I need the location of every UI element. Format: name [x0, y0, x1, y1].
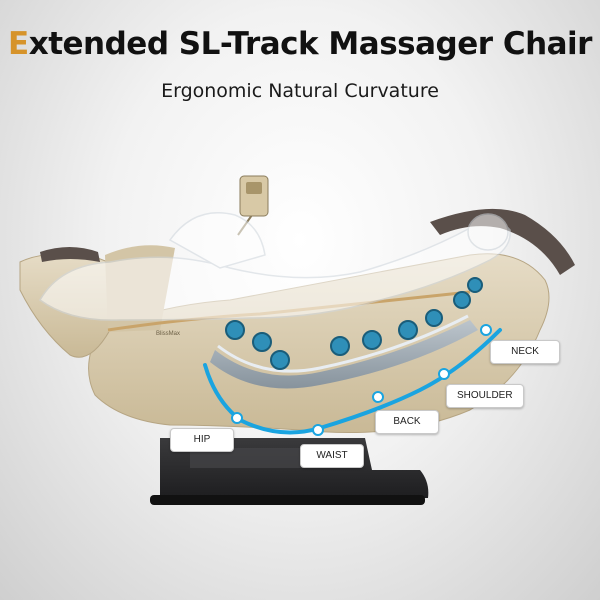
page-subtitle: Ergonomic Natural Curvature: [161, 80, 439, 102]
roller: [362, 330, 382, 350]
shoulder-point: [438, 368, 450, 380]
brand-mark: BlissMax: [156, 331, 180, 337]
roller: [467, 277, 483, 293]
back-point: [372, 391, 384, 403]
shoulder-label: SHOULDER: [446, 384, 524, 408]
roller: [252, 332, 272, 352]
neck-label: NECK: [490, 340, 560, 364]
waist-label: WAIST: [300, 444, 364, 468]
title-rest: xtended SL-Track Massager Chair: [28, 26, 593, 62]
neck-point: [480, 324, 492, 336]
roller: [425, 309, 443, 327]
roller-track: [210, 314, 478, 389]
hip-point: [231, 412, 243, 424]
title-first-letter: E: [8, 26, 29, 62]
body-silhouette: [39, 212, 511, 321]
roller: [330, 336, 350, 356]
back-label: BACK: [375, 410, 439, 434]
waist-point: [312, 424, 324, 436]
massage-rollers: [225, 277, 483, 370]
roller: [453, 291, 471, 309]
roller: [398, 320, 418, 340]
roller: [225, 320, 245, 340]
page-title: Extended SL-Track Massager Chair: [0, 26, 600, 62]
roller: [270, 350, 290, 370]
track-points: [231, 324, 492, 436]
hip-label: HIP: [170, 428, 234, 452]
